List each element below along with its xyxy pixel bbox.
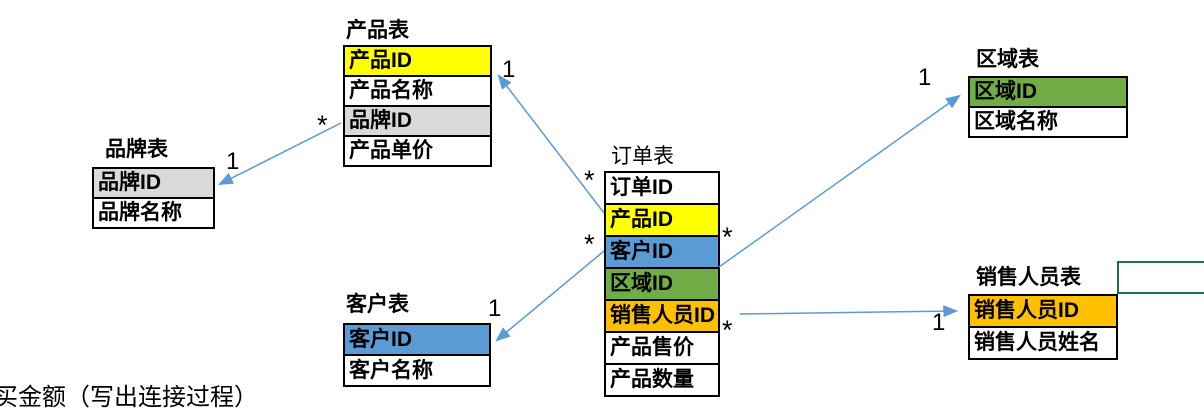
cell-order-product-id[interactable]: 产品ID bbox=[606, 203, 718, 235]
cardinality-many-product: * bbox=[584, 165, 595, 195]
table-order-title: 订单表 bbox=[611, 145, 674, 168]
cell-salesperson-id[interactable]: 销售人员ID bbox=[970, 294, 1116, 326]
cell-order-quantity[interactable]: 产品数量 bbox=[606, 363, 718, 395]
cell-region-id[interactable]: 区域ID bbox=[970, 76, 1126, 106]
cell-order-region-id[interactable]: 区域ID bbox=[606, 267, 718, 299]
arrow-order-to-customer bbox=[495, 250, 605, 342]
cell-order-sale-price[interactable]: 产品售价 bbox=[606, 331, 718, 363]
cell-customer-name[interactable]: 客户名称 bbox=[345, 354, 489, 385]
table-brand: 品牌表 品牌ID 品牌名称 bbox=[92, 137, 215, 229]
cell-product-price[interactable]: 产品单价 bbox=[345, 135, 490, 165]
cardinality-many-brand: * bbox=[317, 110, 328, 140]
cardinality-many-region: * bbox=[722, 222, 733, 252]
table-customer: 客户表 客户ID 客户名称 bbox=[343, 292, 491, 387]
table-region-title: 区域表 bbox=[976, 48, 1039, 71]
cell-product-id[interactable]: 产品ID bbox=[345, 45, 490, 75]
arrow-order-to-salesperson bbox=[739, 305, 959, 318]
cell-salesperson-name[interactable]: 销售人员姓名 bbox=[970, 326, 1116, 358]
cardinality-many-salesperson: * bbox=[722, 315, 733, 345]
cell-order-id[interactable]: 订单ID bbox=[606, 171, 718, 203]
cell-brand-name[interactable]: 品牌名称 bbox=[94, 197, 213, 227]
table-customer-title: 客户表 bbox=[346, 293, 409, 316]
cardinality-one-customer: 1 bbox=[488, 295, 502, 322]
table-salesperson: 销售人员表 销售人员ID 销售人员姓名 bbox=[968, 265, 1118, 360]
table-brand-title: 品牌表 bbox=[105, 138, 168, 161]
cell-region-name[interactable]: 区域名称 bbox=[970, 106, 1126, 136]
cell-order-salesperson-id[interactable]: 销售人员ID bbox=[606, 299, 718, 331]
caption-text: 买金额（写出连接过程） bbox=[0, 384, 258, 411]
cell-brand-id[interactable]: 品牌ID bbox=[94, 167, 213, 197]
cardinality-one-product: 1 bbox=[502, 56, 516, 83]
cell-customer-id[interactable]: 客户ID bbox=[345, 323, 489, 354]
table-product-title: 产品表 bbox=[346, 19, 409, 42]
cardinality-one-brand: 1 bbox=[226, 148, 240, 175]
arrow-order-to-region bbox=[718, 94, 961, 268]
cardinality-one-region: 1 bbox=[918, 64, 932, 91]
cardinality-one-salesperson: 1 bbox=[932, 309, 946, 336]
selected-cell-outline bbox=[1117, 261, 1204, 294]
cell-order-customer-id[interactable]: 客户ID bbox=[606, 235, 718, 267]
table-order: 订单表 订单ID 产品ID 客户ID 区域ID 销售人员ID 产品售价 产品数量 bbox=[604, 144, 720, 397]
table-salesperson-title: 销售人员表 bbox=[976, 266, 1081, 289]
cell-product-name[interactable]: 产品名称 bbox=[345, 75, 490, 105]
table-region: 区域表 区域ID 区域名称 bbox=[968, 47, 1128, 138]
cell-brand-id-fk[interactable]: 品牌ID bbox=[345, 105, 490, 135]
table-product: 产品表 产品ID 产品名称 品牌ID 产品单价 bbox=[343, 18, 492, 167]
cardinality-many-customer: * bbox=[584, 229, 595, 259]
